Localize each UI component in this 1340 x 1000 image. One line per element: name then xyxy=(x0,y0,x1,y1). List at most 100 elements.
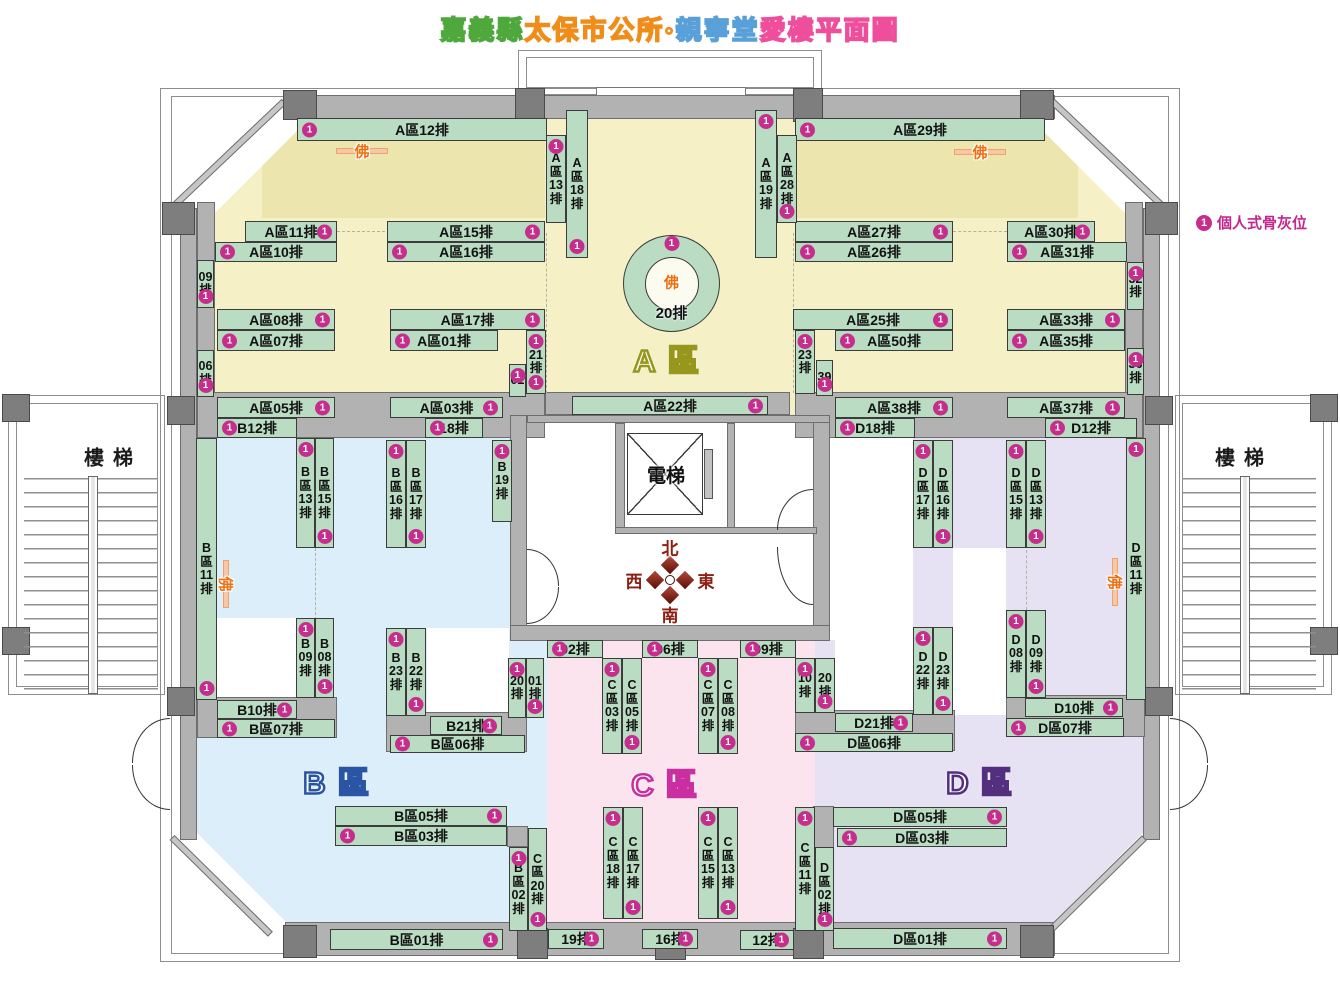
urn-badge-icon: 1 xyxy=(1075,224,1090,239)
row-label: D18排 xyxy=(855,420,895,436)
row-label: 17 xyxy=(916,493,930,507)
urn-badge-icon: 1 xyxy=(408,529,424,544)
row-label: 排 xyxy=(780,191,794,206)
page-title: 嘉義縣太保市公所◦親寧堂愛樓平面圖 xyxy=(0,10,1340,47)
row-label: 區 xyxy=(936,479,950,494)
row-bar: A區26排 1 xyxy=(795,242,953,262)
row-label: B xyxy=(411,466,421,480)
row-label: D xyxy=(1011,466,1021,480)
title-office: 太保市公所 xyxy=(524,14,665,46)
urn-badge-icon: 1 xyxy=(624,735,640,750)
urn-badge-icon: 1 xyxy=(569,239,585,254)
row-label: 15 xyxy=(701,862,715,876)
urn-badge-icon: 1 xyxy=(483,400,498,415)
row-label: B區07排 xyxy=(249,720,303,737)
row-label: C xyxy=(723,835,733,849)
pillar xyxy=(1310,394,1338,422)
urn-badge-icon: 1 xyxy=(678,931,693,947)
row-label: D21排 xyxy=(854,714,894,731)
wall xyxy=(180,208,197,840)
urn-badge-icon: 1 xyxy=(915,631,931,646)
wall xyxy=(527,415,830,423)
urn-badge-icon: 1 xyxy=(222,333,237,348)
row-label: 排 xyxy=(798,684,812,699)
row-label: 排 xyxy=(916,676,930,691)
wall xyxy=(285,95,1055,119)
row-label: B xyxy=(391,650,401,665)
row-label: 排 xyxy=(701,718,715,733)
row-label: 排 xyxy=(625,718,639,733)
row-label: A區26排 xyxy=(847,244,901,260)
pillar xyxy=(1145,687,1173,716)
buddha-marker: 佛 xyxy=(217,560,235,608)
door-arc xyxy=(132,765,170,810)
row-label: 區 xyxy=(512,874,525,889)
row-label: 排 xyxy=(299,505,312,520)
row-label: D xyxy=(938,466,948,480)
compass-north-label: 北 xyxy=(661,539,679,559)
row-label: B10排 xyxy=(237,701,277,718)
urn-badge-icon: 1 xyxy=(220,244,235,260)
row-label: 排 xyxy=(721,875,735,890)
row-label: 06排 xyxy=(655,641,685,657)
ring-row-label: 20排 xyxy=(655,305,688,322)
urn-badge-icon: 1 xyxy=(302,122,317,137)
row-label: A xyxy=(551,151,561,165)
buddha-line-icon xyxy=(336,148,388,154)
row-label: 區 xyxy=(200,554,213,569)
row-label: A區25排 xyxy=(846,311,900,328)
urn-badge-icon: 1 xyxy=(222,420,237,436)
urn-badge-icon: 1 xyxy=(774,932,789,948)
urn-badge-icon: 1 xyxy=(298,622,313,637)
urn-badge-icon: 1 xyxy=(800,244,815,260)
row-label: 區 xyxy=(721,691,735,706)
row-bar: 32排1 xyxy=(1127,262,1144,310)
zone-label: A區 xyxy=(632,342,711,380)
row-label: 02 xyxy=(511,888,526,902)
urn-badge-icon: 1 xyxy=(840,420,855,436)
wall xyxy=(615,527,817,534)
row-label: 20 xyxy=(530,878,545,893)
urn-badge-icon: 1 xyxy=(1128,442,1144,457)
urn-badge-icon: 1 xyxy=(483,932,498,947)
row-label: 排 xyxy=(389,677,403,692)
row-label: 排 xyxy=(510,687,524,701)
pillar xyxy=(283,925,317,958)
urn-badge-icon: 1 xyxy=(494,444,510,459)
row-label: A區07排 xyxy=(249,332,303,349)
urn-badge-icon: 1 xyxy=(525,312,540,327)
urn-badge-icon: 1 xyxy=(317,529,332,544)
row-label: A區16排 xyxy=(439,244,493,260)
row-label: 08 xyxy=(317,650,332,665)
row-label: 排 xyxy=(549,191,563,206)
